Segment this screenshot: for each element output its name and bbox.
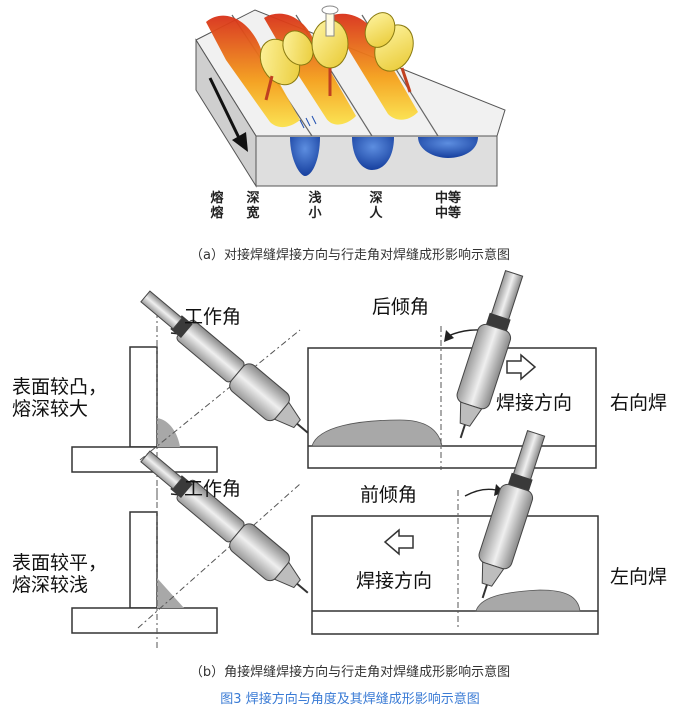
direction-label-top: 焊接方向: [496, 392, 573, 414]
push-angle-label: 前倾角: [360, 484, 418, 506]
figure-title: 图3 焊接方向与角度及其焊缝成形影响示意图: [220, 692, 480, 707]
arrow-left-icon: [383, 528, 414, 556]
torch-icon: [478, 429, 546, 599]
butt-weld-illustration: [195, 5, 506, 188]
right-weld-label: 右向焊: [610, 392, 668, 414]
torch-icon: [364, 12, 414, 93]
torch-icon: [140, 290, 309, 434]
travel-arrow-icon: [208, 77, 248, 152]
convex-description: 表面较凸， 熔深较大: [12, 376, 108, 420]
flat-description: 表面较平， 熔深较浅: [12, 552, 108, 596]
work-angle-label-bottom: 工作角: [184, 478, 242, 500]
penetration-shallow: [418, 137, 478, 158]
plate-left-weld: [311, 429, 599, 635]
caption-b: （b）角接焊缝焊接方向与行走角对焊缝成形影响示意图: [189, 665, 511, 680]
label-a-2: 深 宽: [246, 191, 260, 221]
penetration-medium: [352, 137, 394, 170]
label-a-3: 浅 小: [308, 191, 322, 221]
plate-right-weld: [307, 269, 597, 470]
arrow-right-icon: [506, 353, 537, 381]
drag-angle-label: 后倾角: [372, 296, 430, 318]
label-a-5: 中等 中等: [434, 191, 461, 221]
left-weld-label: 左向焊: [610, 566, 668, 588]
direction-label-bottom: 焊接方向: [356, 570, 433, 592]
torch-icon: [311, 5, 349, 96]
torch-icon: [140, 450, 309, 594]
torch-icon: [456, 269, 524, 439]
fillet-joint-flat: [71, 450, 309, 650]
penetration-deep: [290, 137, 320, 176]
fillet-joint-convex: [71, 290, 309, 500]
work-angle-label-top: 工作角: [184, 306, 242, 328]
torch-icon: [259, 30, 314, 101]
caption-a: （a）对接焊缝焊接方向与行走角对焊缝成形影响示意图: [190, 248, 510, 263]
label-a-1: 熔 熔: [210, 191, 224, 221]
label-a-4: 深 人: [369, 191, 383, 221]
